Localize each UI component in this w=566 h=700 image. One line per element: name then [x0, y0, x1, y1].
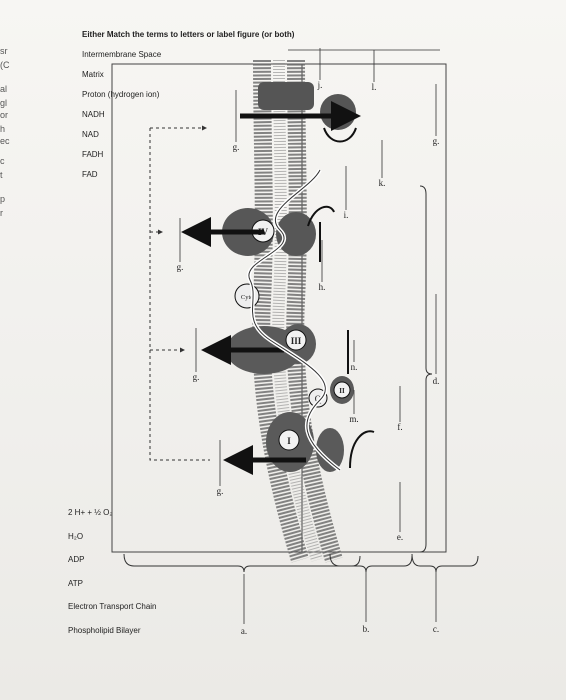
label-g-iii: g.: [193, 372, 200, 382]
term-intermembrane-space: Intermembrane Space: [82, 50, 162, 59]
term-phospholipid-bilayer: Phospholipid Bilayer: [68, 625, 141, 635]
term-matrix: Matrix: [82, 70, 104, 79]
atp-synthase: [258, 82, 357, 143]
complex-ii-label: II: [339, 387, 345, 395]
term-etc: Electron Transport Chain: [68, 602, 157, 611]
letter-labels: a. b. c. d. e. f. g. g. g. g. g. h. i. j…: [177, 80, 440, 636]
term-list-top: Either Match the terms to letters or lab…: [82, 30, 294, 190]
label-g-iv: g.: [177, 262, 184, 272]
label-m: m.: [349, 414, 358, 424]
label-b: b.: [363, 624, 370, 634]
fragment-text: r: [0, 208, 3, 218]
label-e: e.: [397, 532, 403, 542]
dashed-path-outer: [149, 128, 210, 461]
fragment-text: t: [0, 170, 3, 180]
label-lines: [179, 48, 440, 624]
term-nad: NAD: [82, 130, 99, 139]
adjacent-page-fragments: sr (C al gl or h ec c t p r: [0, 40, 18, 240]
complex-i-label: I: [287, 436, 291, 446]
complex-i: I: [266, 412, 375, 472]
term-list-bottom: 2 H+ + ½ O₂ H₂O ADP ATP Electron Transpo…: [68, 508, 157, 649]
label-i: i.: [344, 210, 349, 220]
compartment-boxes: [111, 63, 447, 553]
inner-box: [111, 63, 303, 553]
term-adp: ADP: [68, 555, 85, 564]
label-g-top: g.: [233, 142, 240, 152]
fragment-text: sr: [0, 46, 8, 56]
label-f: f.: [397, 422, 402, 432]
fragment-text: or: [0, 110, 9, 120]
dashed-proton-paths: [149, 125, 210, 461]
fragment-text: h: [0, 124, 6, 134]
label-g-right: g.: [433, 136, 440, 146]
label-h: h.: [319, 282, 326, 292]
label-j: j.: [317, 80, 323, 90]
cyt-c-label: Cytc: [241, 294, 253, 301]
fragment-text: ec: [0, 136, 10, 146]
label-d: d.: [433, 376, 440, 386]
label-a: a.: [241, 626, 247, 636]
term-atp: ATP: [68, 578, 83, 588]
label-l: l.: [372, 82, 377, 92]
cytochrome-c: Cytc: [234, 283, 260, 309]
braces: [123, 185, 479, 573]
fragment-text: p: [0, 194, 6, 204]
fragment-text: c: [0, 156, 5, 166]
fragment-text: (C: [0, 60, 10, 70]
instructions-heading: Either Match the terms to letters or lab…: [82, 30, 295, 39]
term-nadh: NADH: [82, 110, 105, 119]
term-oxygen-protons: 2 H+ + ½ O₂: [68, 508, 113, 517]
term-water: H₂O: [68, 531, 84, 541]
matrix-box: [111, 63, 447, 553]
label-g-i: g.: [217, 486, 224, 496]
term-proton: Proton (hydrogen ion): [82, 90, 160, 99]
fragment-text: gl: [0, 98, 8, 108]
complex-iv: IV: [222, 205, 335, 262]
fragment-text: al: [0, 84, 8, 94]
term-fad: FAD: [82, 170, 98, 179]
label-n: n.: [351, 362, 358, 372]
label-k: k.: [379, 178, 386, 188]
phospholipid-bilayer: [252, 59, 343, 563]
term-fadh: FADH: [82, 150, 104, 159]
complex-iii-label: III: [291, 336, 302, 346]
label-c: c.: [433, 624, 439, 634]
